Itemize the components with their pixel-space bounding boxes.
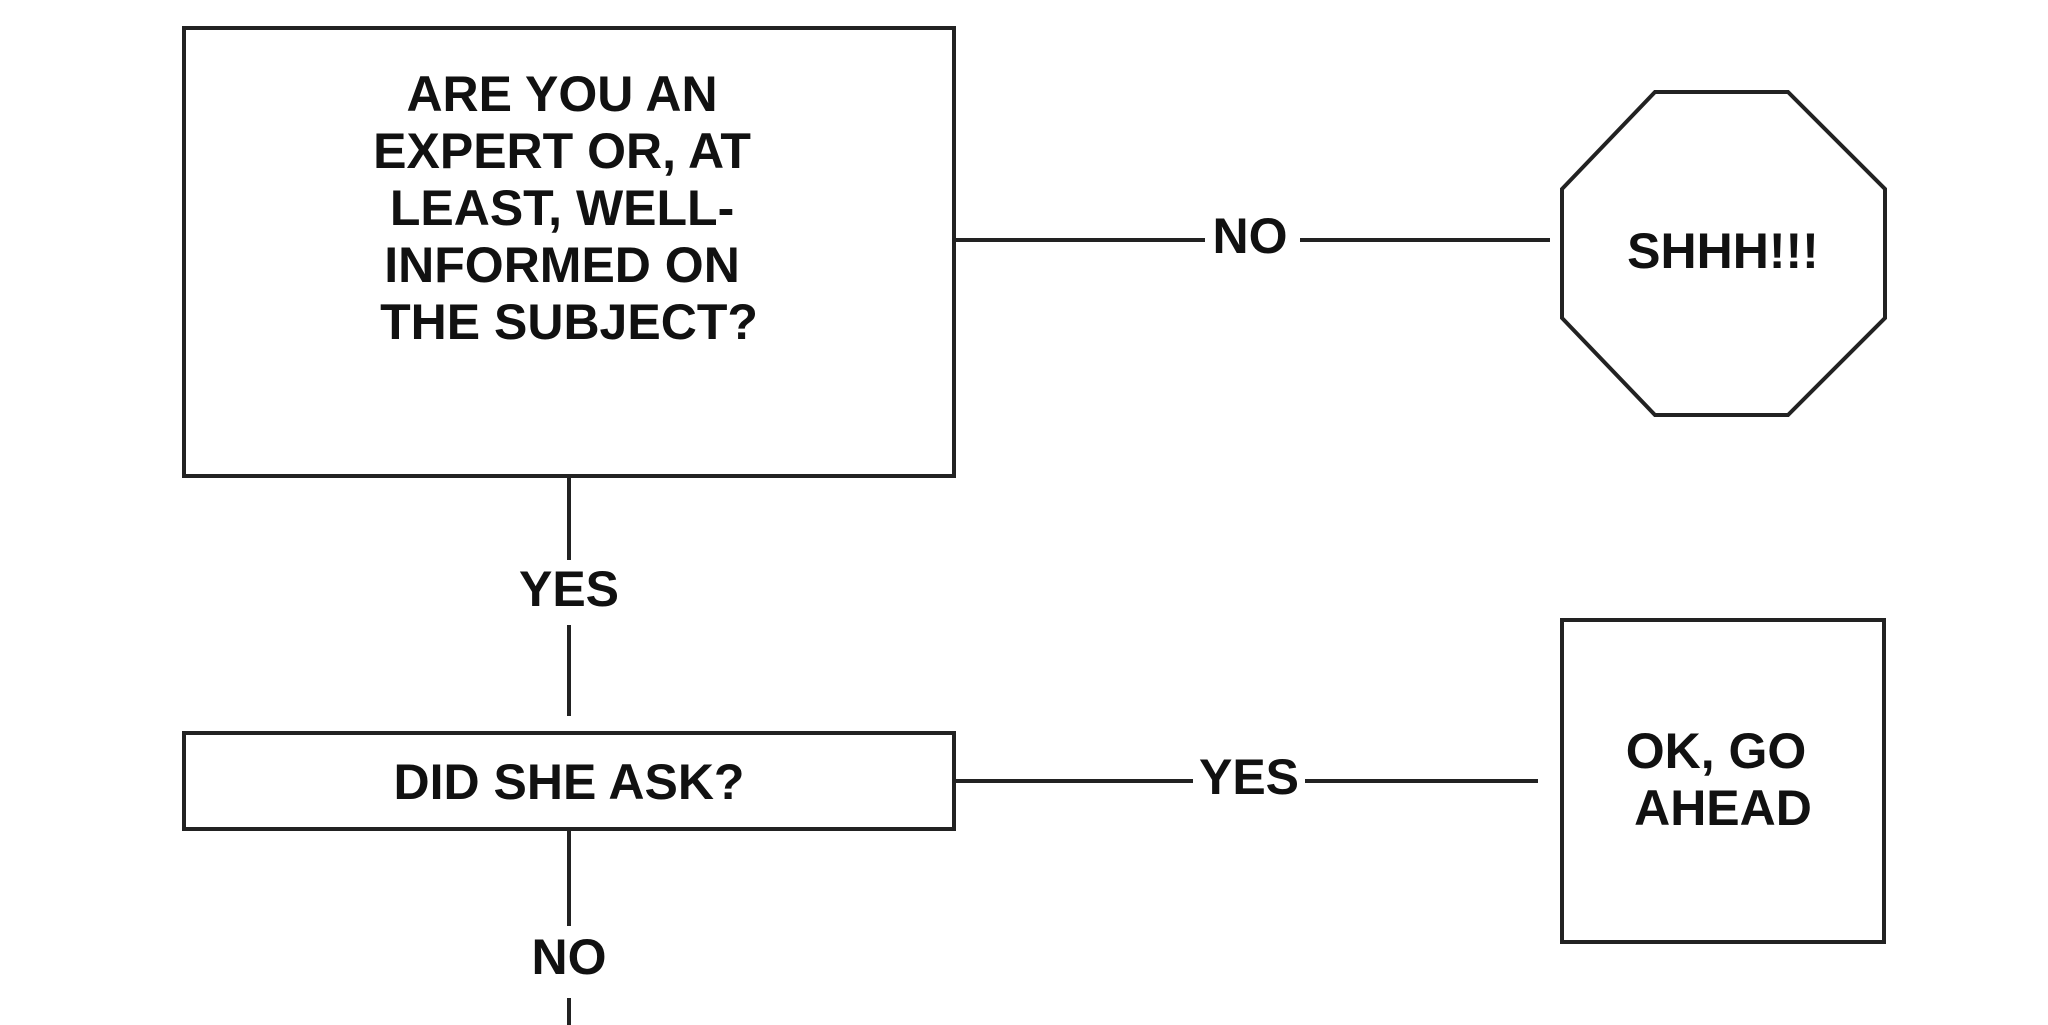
expert-question-line-1: ARE YOU AN xyxy=(406,66,717,122)
stop-octagon xyxy=(1560,90,1887,417)
expert-question-line-2: EXPERT OR, AT xyxy=(373,123,751,179)
asked-yes-label: YES xyxy=(1199,749,1299,805)
asked-question-text: DID SHE ASK? xyxy=(394,754,745,810)
expert-question-text: ARE YOU AN EXPERT OR, AT LEAST, WELL- IN… xyxy=(373,66,765,350)
asked-question-box xyxy=(182,731,956,831)
stop-text: SHHH!!! xyxy=(1627,223,1819,279)
expert-question-line-5: THE SUBJECT? xyxy=(380,294,758,350)
go-ahead-line-1: OK, GO xyxy=(1626,723,1807,779)
expert-no-label: NO xyxy=(1213,208,1288,264)
expert-yes-label: YES xyxy=(519,561,619,617)
expert-question-box xyxy=(182,26,956,478)
go-ahead-box xyxy=(1560,618,1886,944)
expert-question-line-3: LEAST, WELL- xyxy=(390,180,734,236)
go-ahead-text: OK, GO AHEAD xyxy=(1626,723,1820,836)
asked-no-label: NO xyxy=(532,929,607,985)
expert-question-line-4: INFORMED ON xyxy=(384,237,740,293)
go-ahead-line-2: AHEAD xyxy=(1634,780,1812,836)
